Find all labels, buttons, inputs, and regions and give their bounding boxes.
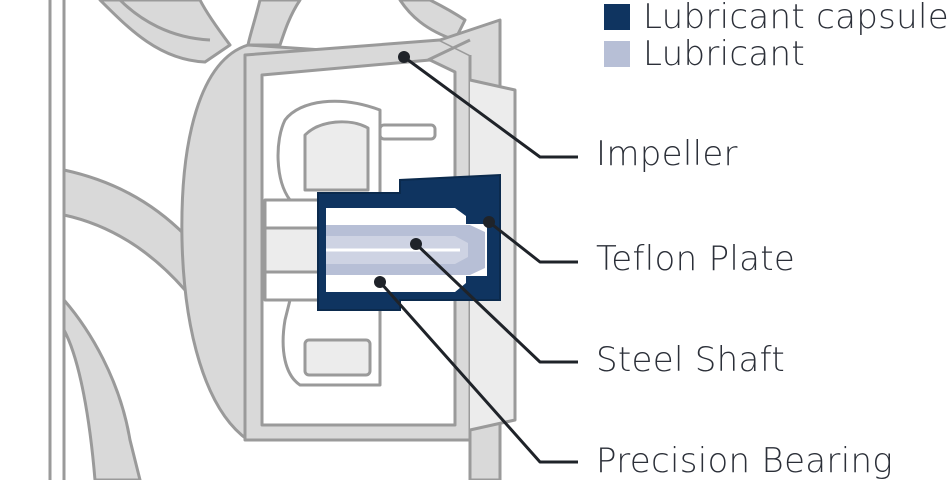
callout-teflon-plate: Teflon Plate — [596, 239, 796, 279]
callout-impeller: Impeller — [596, 134, 738, 174]
legend-swatch-lubricant — [604, 41, 630, 67]
callout-precision-bearing: Precision Bearing — [596, 441, 894, 481]
legend-item-lubricant-capsule: Lubricant capsule — [604, 0, 949, 34]
fan-blades — [62, 0, 467, 480]
legend-label-capsule: Lubricant capsule — [643, 0, 949, 37]
legend-swatch-capsule — [604, 4, 630, 30]
leader-lines — [378, 55, 578, 464]
motor-stator — [263, 99, 437, 387]
legend-item-lubricant: Lubricant — [604, 37, 805, 71]
fan-frame — [48, 0, 66, 480]
callout-steel-shaft: Steel Shaft — [596, 340, 785, 380]
leader-dots — [374, 51, 495, 288]
legend-label-lubricant: Lubricant — [643, 34, 806, 74]
precision-bearing — [326, 208, 487, 292]
